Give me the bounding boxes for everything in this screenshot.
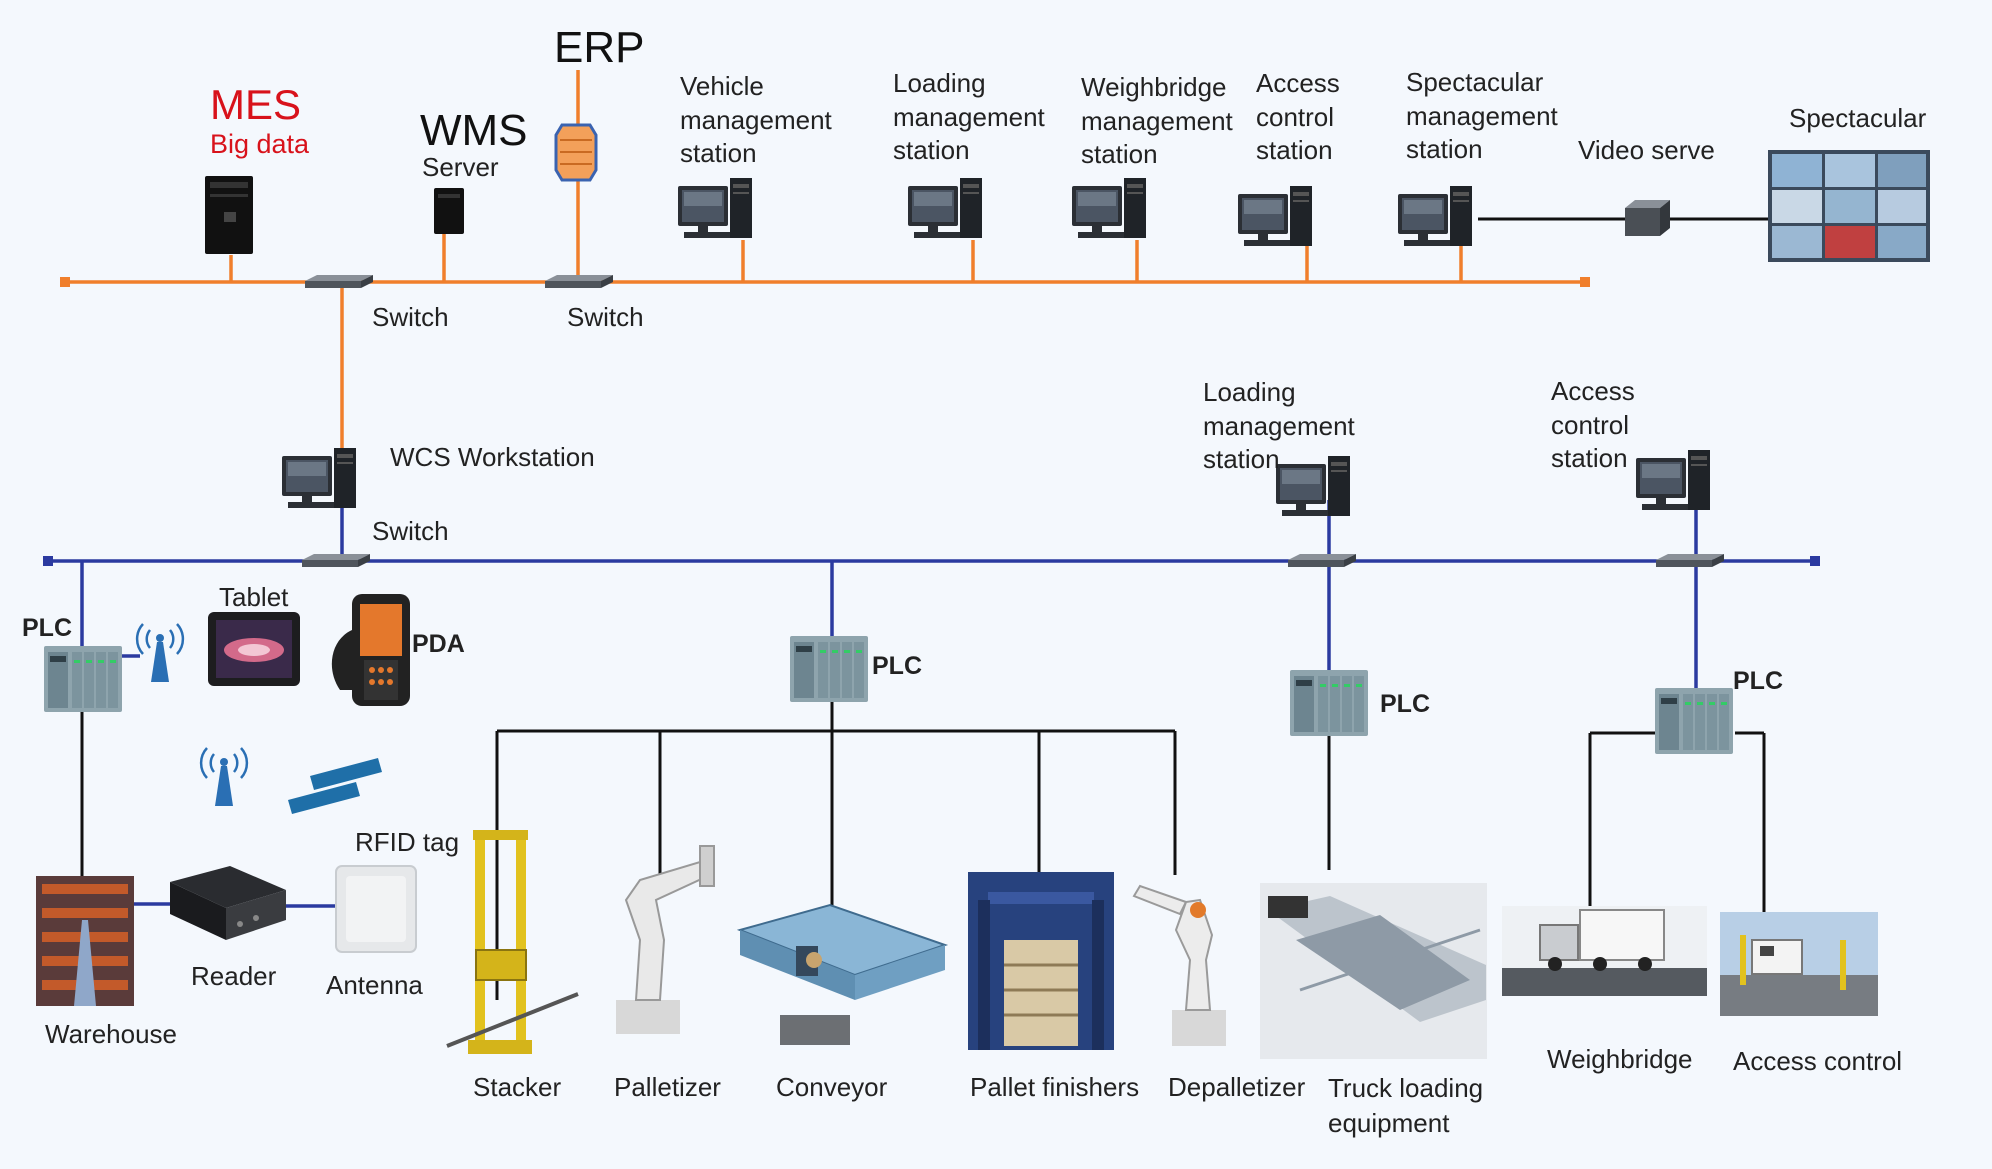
plc-label: PLC [872, 652, 922, 680]
erp-firewall-icon [554, 123, 598, 182]
svg-text:equipment: equipment [1328, 1108, 1450, 1138]
pda-icon [331, 594, 410, 706]
stacker-label: Stacker [473, 1072, 561, 1102]
svg-text:Spectacular: Spectacular [1406, 67, 1544, 97]
conveyor-icon [736, 903, 949, 1045]
palletizer-robot-icon [616, 845, 715, 1034]
rfid-reader-icon [170, 866, 286, 940]
depalletizer-label: Depalletizer [1168, 1072, 1306, 1102]
svg-text:station: station [1551, 443, 1628, 473]
svg-text:management: management [1081, 106, 1234, 136]
spectacular-station-label: Spectacular management station [1406, 67, 1559, 164]
big-data-label: Big data [210, 129, 310, 159]
svg-text:Loading: Loading [1203, 377, 1296, 407]
svg-text:station: station [1406, 134, 1483, 164]
access-station-label: Access control station [1256, 68, 1340, 165]
tablet-icon [208, 612, 300, 686]
plc-icon [1655, 688, 1733, 754]
loading-station-label: Loading management station [1203, 377, 1356, 474]
antenna-icon [335, 865, 417, 953]
vehicle-station-label: Vehicle management station [680, 71, 833, 168]
antenna-label: Antenna [326, 970, 423, 1000]
switch-label: Switch [567, 302, 644, 332]
switch-icon [1288, 554, 1356, 567]
mes-server-icon [205, 176, 253, 254]
svg-text:station: station [1203, 444, 1280, 474]
tablet-label: Tablet [219, 582, 289, 612]
svg-text:Weighbridge: Weighbridge [1081, 72, 1227, 102]
rfid-tag-label: RFID tag [355, 827, 459, 857]
switch-label: Switch [372, 516, 449, 546]
warehouse-icon [36, 876, 134, 1006]
svg-text:station: station [680, 138, 757, 168]
plc-label: PLC [1733, 667, 1783, 695]
svg-text:management: management [680, 105, 833, 135]
wireless-antenna-icon [135, 622, 185, 684]
weighbridge-station-label: Weighbridge management station [1081, 72, 1234, 169]
mes-label: MES [210, 81, 301, 128]
plc-label: PLC [1380, 690, 1430, 718]
svg-text:Access: Access [1551, 376, 1635, 406]
weighbridge-label: Weighbridge [1547, 1044, 1693, 1074]
switch-label: Switch [372, 302, 449, 332]
erp-label: ERP [554, 23, 644, 72]
svg-text:Access: Access [1256, 68, 1340, 98]
loading-station-label: Loading management station [893, 68, 1046, 165]
video-wall-icon [1768, 150, 1930, 262]
svg-text:management: management [1406, 101, 1559, 131]
wms-label: WMS [420, 106, 528, 155]
plc-label: PLC [22, 614, 72, 642]
stacker-icon [446, 830, 579, 1054]
weighbridge-icon [1502, 906, 1707, 996]
wms-server-icon [434, 188, 464, 234]
svg-text:station: station [893, 135, 970, 165]
spectacular-station-pc-icon [1398, 186, 1472, 246]
palletizer-label: Palletizer [614, 1072, 721, 1102]
video-serve-label: Video serve [1578, 135, 1715, 165]
loading-station-pc-icon [1276, 456, 1350, 516]
video-server-icon [1625, 200, 1670, 236]
access-station-label: Access control station [1551, 376, 1635, 473]
wcs-workstation-pc-icon [282, 448, 356, 508]
rfid-tag-icon [288, 758, 382, 814]
svg-text:control: control [1256, 102, 1334, 132]
pda-label: PDA [412, 630, 465, 658]
access-control-icon [1720, 912, 1878, 1016]
plc-icon [790, 636, 868, 702]
switch-icon [545, 275, 613, 288]
depalletizer-robot-icon [1132, 884, 1226, 1046]
svg-text:Vehicle: Vehicle [680, 71, 764, 101]
switch-icon [305, 275, 373, 288]
svg-text:Loading: Loading [893, 68, 986, 98]
truck-loading-icon [1260, 883, 1487, 1059]
wcs-workstation-label: WCS Workstation [390, 442, 595, 472]
access-station-pc-icon [1636, 450, 1710, 510]
vehicle-station-pc-icon [678, 178, 752, 238]
conveyor-label: Conveyor [776, 1072, 888, 1102]
access-station-pc-icon [1238, 186, 1312, 246]
svg-text:control: control [1551, 410, 1629, 440]
plc-icon [44, 646, 122, 712]
wms-server-label: Server [422, 152, 499, 182]
pallet-finisher-icon [968, 872, 1114, 1050]
reader-label: Reader [191, 961, 277, 991]
warehouse-label: Warehouse [45, 1019, 177, 1049]
spectacular-label: Spectacular [1789, 103, 1927, 133]
truck-loading-label: Truck loading equipment [1328, 1073, 1483, 1138]
switch-icon [1656, 554, 1724, 567]
svg-text:station: station [1081, 139, 1158, 169]
switch-icon [302, 554, 370, 567]
plc-icon [1290, 670, 1368, 736]
svg-text:station: station [1256, 135, 1333, 165]
svg-text:management: management [1203, 411, 1356, 441]
wireless-antenna-icon [199, 746, 249, 808]
svg-text:management: management [893, 102, 1046, 132]
svg-text:Truck loading: Truck loading [1328, 1073, 1483, 1103]
loading-station-pc-icon [908, 178, 982, 238]
control-network-lines [43, 482, 1820, 690]
access-control-label: Access control [1733, 1046, 1902, 1076]
weighbridge-station-pc-icon [1072, 178, 1146, 238]
pallet-finishers-label: Pallet finishers [970, 1072, 1139, 1102]
